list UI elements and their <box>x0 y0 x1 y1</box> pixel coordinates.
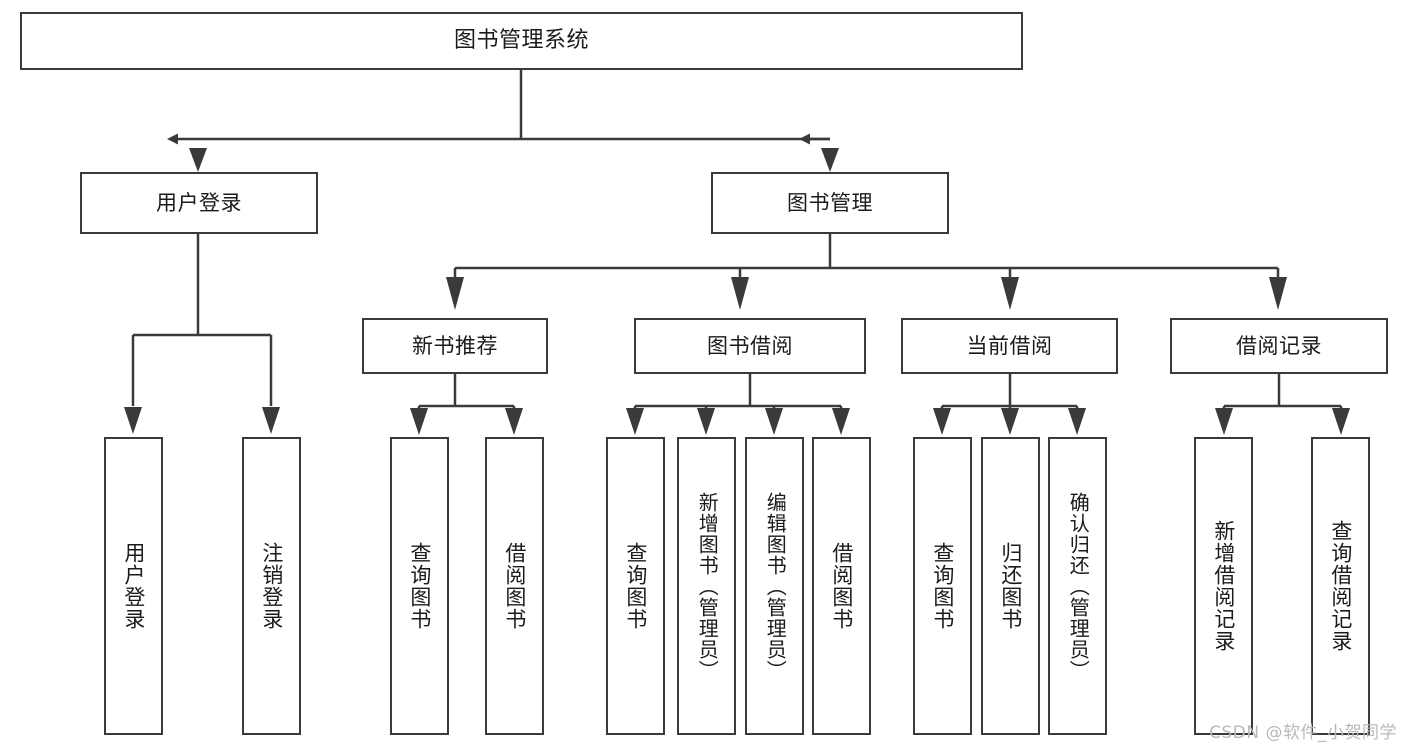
node-borrow-record[interactable]: 借阅记录 <box>1170 318 1388 374</box>
arrowhead <box>626 408 644 435</box>
arrowhead <box>505 408 523 435</box>
arrowhead <box>1332 408 1350 435</box>
node-label: 用户登录 <box>156 190 242 215</box>
arrowhead <box>1215 408 1233 435</box>
node-book-management[interactable]: 图书管理 <box>711 172 949 234</box>
node-leaf-borrow-book-recommend[interactable]: 借阅图书 <box>485 437 544 735</box>
node-leaf-logout-login[interactable]: 注销登录 <box>242 437 301 735</box>
arrowhead <box>410 408 428 435</box>
node-leaf-query-book-recommend[interactable]: 查询图书 <box>390 437 449 735</box>
node-leaf-user-login[interactable]: 用户登录 <box>104 437 163 735</box>
arrowhead <box>124 407 142 434</box>
node-current-borrow[interactable]: 当前借阅 <box>901 318 1118 374</box>
arrowhead <box>697 408 715 435</box>
node-leaf-query-borrow-record[interactable]: 查询借阅记录 <box>1311 437 1370 735</box>
node-label: 借阅记录 <box>1236 333 1322 358</box>
node-book-borrow[interactable]: 图书借阅 <box>634 318 866 374</box>
node-leaf-edit-book-admin[interactable]: 编辑图书（管理员） <box>745 437 804 735</box>
node-label: 新增图书（管理员） <box>695 491 720 681</box>
arrowhead <box>1068 408 1086 435</box>
node-label: 查询借阅记录 <box>1328 520 1353 652</box>
node-label: 确认归还（管理员） <box>1066 491 1091 681</box>
arrowhead <box>262 407 280 434</box>
node-label: 查询图书 <box>623 542 648 630</box>
arrowhead <box>731 277 749 310</box>
node-leaf-return-book[interactable]: 归还图书 <box>981 437 1040 735</box>
arrowhead <box>821 148 839 172</box>
node-label: 图书借阅 <box>707 333 793 358</box>
node-label: 图书管理系统 <box>453 28 589 54</box>
node-label: 查询图书 <box>930 542 955 630</box>
node-label: 借阅图书 <box>502 542 527 630</box>
node-label: 当前借阅 <box>966 333 1053 358</box>
node-label: 新书推荐 <box>412 333 498 358</box>
node-label: 编辑图书（管理员） <box>763 491 788 681</box>
arrowhead <box>832 408 850 435</box>
node-label: 新增借阅记录 <box>1211 520 1236 652</box>
node-label: 注销登录 <box>259 542 284 630</box>
node-label: 用户登录 <box>121 542 146 630</box>
node-leaf-add-book-admin[interactable]: 新增图书（管理员） <box>677 437 736 735</box>
node-leaf-query-book-borrow[interactable]: 查询图书 <box>606 437 665 735</box>
node-label: 归还图书 <box>998 542 1023 630</box>
node-root-book-management-system[interactable]: 图书管理系统 <box>20 12 1023 70</box>
node-user-login[interactable]: 用户登录 <box>80 172 318 234</box>
node-leaf-add-borrow-record[interactable]: 新增借阅记录 <box>1194 437 1253 735</box>
arrowhead <box>1269 277 1287 310</box>
node-label: 借阅图书 <box>829 542 854 630</box>
node-label: 图书管理 <box>787 190 873 215</box>
arrowhead <box>1001 277 1019 310</box>
node-label: 查询图书 <box>407 542 432 630</box>
arrowhead <box>765 408 783 435</box>
arrowhead <box>1001 408 1019 435</box>
csdn-watermark: CSDN @软件_小贺同学 <box>1209 723 1397 743</box>
node-new-book-recommend[interactable]: 新书推荐 <box>362 318 548 374</box>
arrowhead <box>933 408 951 435</box>
node-leaf-query-book-current[interactable]: 查询图书 <box>913 437 972 735</box>
arrowhead <box>189 148 207 172</box>
node-leaf-confirm-return-admin[interactable]: 确认归还（管理员） <box>1048 437 1107 735</box>
arrowhead <box>446 277 464 310</box>
node-leaf-borrow-book-borrow[interactable]: 借阅图书 <box>812 437 871 735</box>
